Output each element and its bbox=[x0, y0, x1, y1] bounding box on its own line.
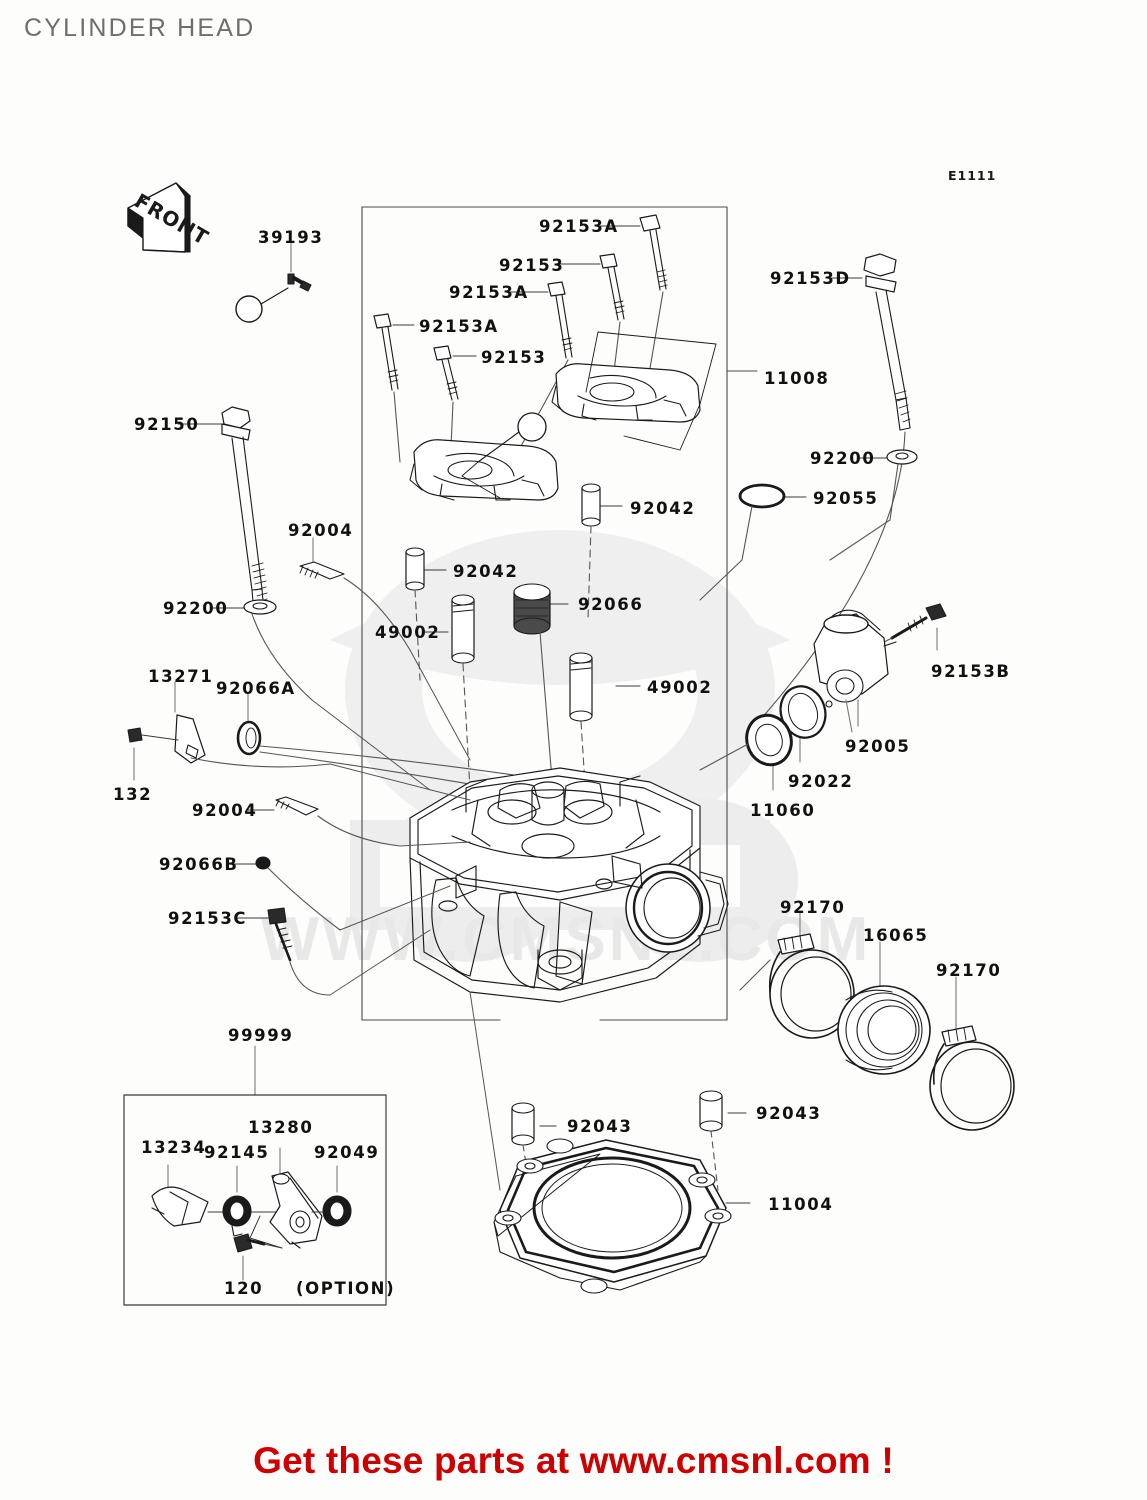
part-label-13280[interactable]: 13280 bbox=[248, 1118, 314, 1137]
part-label-92200-left[interactable]: 92200 bbox=[163, 599, 229, 618]
part-label-92055[interactable]: 92055 bbox=[813, 489, 879, 508]
part-39193 bbox=[235, 242, 312, 323]
part-92004-lower bbox=[247, 796, 401, 847]
part-label-92153-2[interactable]: 92153 bbox=[481, 348, 547, 367]
part-label-92153B[interactable]: 92153B bbox=[931, 662, 1011, 681]
part-label-11060[interactable]: 11060 bbox=[750, 801, 816, 820]
part-label-49002-2[interactable]: 49002 bbox=[647, 678, 713, 697]
part-label-11004[interactable]: 11004 bbox=[768, 1195, 834, 1214]
part-label-92066[interactable]: 92066 bbox=[578, 595, 644, 614]
diagram-code: E1111 bbox=[948, 168, 997, 183]
part-label-92153A-2[interactable]: 92153A bbox=[449, 283, 529, 302]
part-92055 bbox=[699, 483, 807, 601]
part-label-92005[interactable]: 92005 bbox=[845, 737, 911, 756]
cylinder-head-casting bbox=[409, 767, 729, 1003]
bolt-92153A-3 bbox=[373, 313, 415, 463]
part-label-92043-1[interactable]: 92043 bbox=[567, 1117, 633, 1136]
part-label-92049[interactable]: 92049 bbox=[314, 1143, 380, 1162]
front-arrow-marker: FRONT bbox=[127, 182, 213, 253]
option-note: (OPTION) bbox=[296, 1279, 396, 1298]
part-92200-right bbox=[829, 449, 918, 561]
part-label-92170-1[interactable]: 92170 bbox=[780, 898, 846, 917]
part-92042-1 bbox=[581, 483, 623, 621]
part-label-92153A-3[interactable]: 92153A bbox=[419, 317, 499, 336]
part-13271 bbox=[174, 681, 331, 768]
bolt-92153-1 bbox=[555, 253, 625, 389]
part-92005 bbox=[813, 609, 897, 733]
part-label-92150[interactable]: 92150 bbox=[134, 415, 200, 434]
part-label-92153-1[interactable]: 92153 bbox=[499, 256, 565, 275]
part-label-92043-2[interactable]: 92043 bbox=[756, 1104, 822, 1123]
part-132 bbox=[127, 727, 179, 781]
part-92150 bbox=[177, 406, 268, 614]
part-label-92004-lower[interactable]: 92004 bbox=[192, 801, 258, 820]
option-box-99999 bbox=[123, 1045, 387, 1306]
bolt-92153-2 bbox=[433, 345, 477, 471]
part-11060 bbox=[699, 713, 793, 791]
footer-cta[interactable]: Get these parts at www.cmsnl.com ! bbox=[253, 1440, 894, 1481]
part-label-120[interactable]: 120 bbox=[224, 1279, 264, 1298]
part-label-13271[interactable]: 13271 bbox=[148, 667, 214, 686]
part-92043-2 bbox=[699, 1090, 747, 1191]
part-92066 bbox=[513, 583, 569, 781]
part-92004-upper bbox=[299, 537, 411, 651]
part-label-16065[interactable]: 16065 bbox=[863, 926, 929, 945]
part-92066B bbox=[232, 856, 341, 931]
part-16065 bbox=[837, 941, 931, 1075]
part-label-92200-right[interactable]: 92200 bbox=[810, 449, 876, 468]
page-title: CYLINDER HEAD bbox=[24, 14, 256, 42]
part-label-92170-2[interactable]: 92170 bbox=[936, 961, 1002, 980]
part-label-92153D[interactable]: 92153D bbox=[770, 269, 851, 288]
part-label-11008[interactable]: 11008 bbox=[764, 369, 830, 388]
cam-cap-front bbox=[409, 412, 559, 501]
part-label-92004-upper[interactable]: 92004 bbox=[288, 521, 354, 540]
part-label-92022[interactable]: 92022 bbox=[788, 772, 854, 791]
option-group-label[interactable]: 99999 bbox=[228, 1026, 294, 1045]
part-92066A bbox=[236, 693, 561, 801]
part-92043-1 bbox=[511, 1102, 557, 1201]
part-label-92153C[interactable]: 92153C bbox=[168, 909, 248, 928]
part-92042-2 bbox=[405, 547, 447, 681]
part-49002-2 bbox=[569, 652, 641, 801]
part-92200-left bbox=[209, 599, 313, 701]
part-92170-1 bbox=[739, 912, 855, 1039]
part-49002-1 bbox=[423, 594, 475, 791]
part-label-92153A-1[interactable]: 92153A bbox=[539, 217, 619, 236]
part-label-92042-1[interactable]: 92042 bbox=[630, 499, 696, 518]
part-label-49002-1[interactable]: 49002 bbox=[375, 623, 441, 642]
part-label-132[interactable]: 132 bbox=[113, 785, 153, 804]
part-label-92066B[interactable]: 92066B bbox=[159, 855, 239, 874]
part-label-39193[interactable]: 39193 bbox=[258, 228, 324, 247]
part-92170-2 bbox=[929, 976, 1015, 1131]
part-label-92042-2[interactable]: 92042 bbox=[453, 562, 519, 581]
part-92153C bbox=[235, 907, 331, 996]
part-92153D bbox=[759, 253, 911, 721]
part-label-13234[interactable]: 13234 bbox=[141, 1138, 207, 1157]
part-92022 bbox=[779, 685, 827, 763]
part-label-92145[interactable]: 92145 bbox=[204, 1143, 270, 1162]
part-label-92066A[interactable]: 92066A bbox=[216, 679, 296, 698]
cam-cap-rear bbox=[551, 331, 717, 451]
part-11004 bbox=[469, 991, 751, 1294]
group-box-11008 bbox=[361, 206, 728, 1021]
bolt-92153A-1 bbox=[595, 214, 668, 381]
